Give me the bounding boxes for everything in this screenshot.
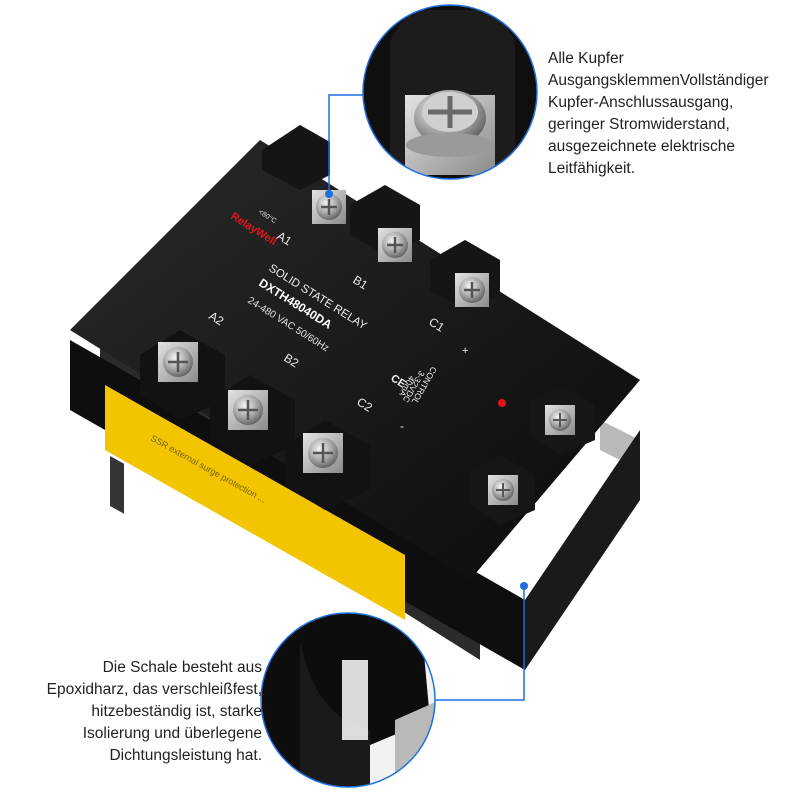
zoom-circle-terminal — [362, 4, 538, 180]
screw-terminal-b1 — [378, 228, 412, 262]
terminal-housing — [262, 125, 330, 190]
warning-label — [105, 385, 405, 620]
screw-terminal-a1 — [312, 190, 346, 224]
screw-terminal-control-plus — [545, 405, 575, 435]
terminal-label-b1: B1 — [350, 273, 370, 293]
terminal-label-a2: A2 — [206, 309, 226, 329]
zoom-circle-housing — [260, 612, 436, 788]
terminal-label-plus: + — [462, 345, 468, 357]
screw-terminal-control-minus — [488, 475, 518, 505]
callout-line: Dichtungsleistung hat. — [109, 747, 262, 764]
callout-line: Isolierung und überlegene — [82, 725, 262, 742]
terminal-label-b2: B2 — [281, 351, 301, 371]
led-indicator — [498, 399, 506, 407]
callout-line: Kupfer-Anschlussausgang, — [548, 94, 734, 111]
terminal-label-a1: A1 — [274, 229, 294, 249]
screw-terminal-c1 — [455, 273, 489, 307]
callout-text-housing: Die Schale besteht aus Epoxidharz, das v… — [20, 657, 262, 767]
callout-line: Die Schale besteht aus — [102, 659, 262, 676]
callout-connector-bottom — [435, 582, 528, 701]
callout-line: geringer Stromwiderstand, — [548, 116, 730, 133]
callout-line: Alle Kupfer — [548, 50, 624, 67]
terminal-label-minus: - — [400, 419, 404, 433]
callout-line: AusgangsklemmenVollständiger — [548, 72, 769, 89]
callout-line: hitzebeständig ist, starke — [91, 703, 262, 720]
callout-connector-top — [325, 94, 363, 198]
screw-terminal-a2 — [158, 342, 198, 382]
callout-line: ausgezeichnete elektrische — [548, 138, 735, 155]
relay: SSR external surge protection ... RelayW… — [70, 125, 640, 670]
screw-terminal-c2 — [303, 433, 343, 473]
callout-line: Leitfähigkeit. — [548, 160, 636, 177]
callout-text-terminals: Alle Kupfer AusgangsklemmenVollständiger… — [548, 48, 788, 180]
screw-terminal-b2 — [228, 390, 268, 430]
warning-tag — [110, 455, 124, 514]
relay-side-right — [525, 430, 640, 670]
callout-line: Epoxidharz, das verschleißfest, — [46, 681, 262, 698]
